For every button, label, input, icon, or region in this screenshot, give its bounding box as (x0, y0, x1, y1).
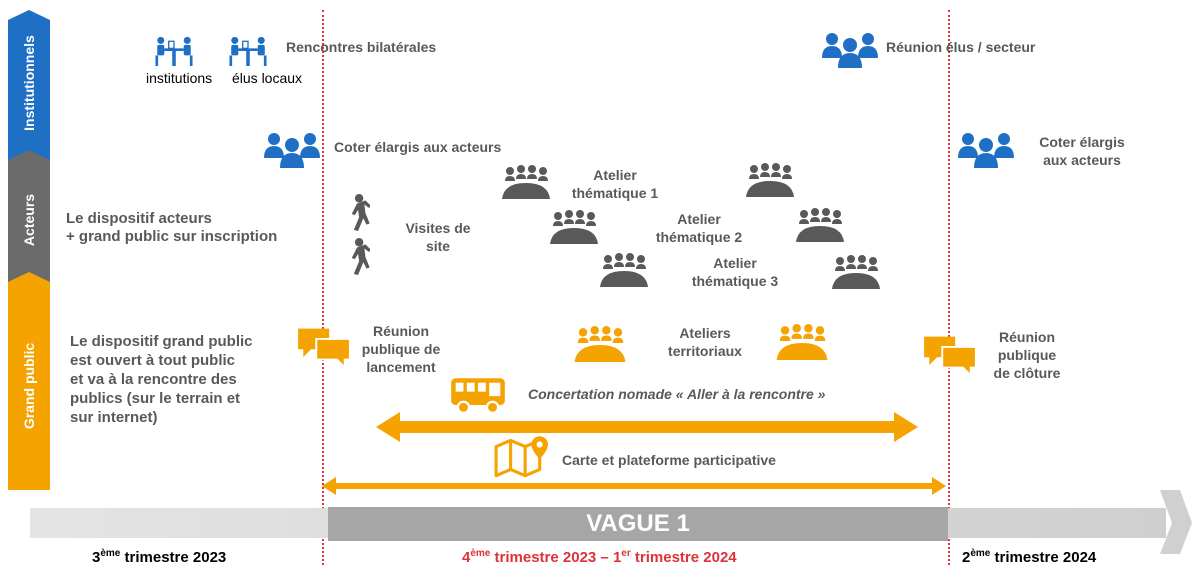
band-grand-public-tip (8, 272, 50, 292)
q-left-ord: 3 (92, 549, 101, 566)
atelier-1-label: Atelier thématique 1 (560, 166, 670, 202)
visites-site-label: Visites de site (396, 219, 480, 255)
atelier-3-line1: Atelier (713, 255, 757, 271)
concertation-arrow (376, 412, 918, 442)
grand-public-description: Le dispositif grand public est ouvert à … (70, 332, 253, 427)
reunion-lancement-label: Réunion publique de lancement (356, 322, 446, 376)
map-pin-icon (494, 436, 548, 478)
q-right-ord: 2 (962, 549, 971, 566)
bus-icon (450, 376, 506, 414)
desk-meeting-icon (152, 36, 196, 66)
phase-divider-end (948, 10, 950, 565)
carte-plateforme-label: Carte et plateforme participative (562, 452, 776, 468)
gp-desc-line1: Le dispositif grand public (70, 333, 253, 350)
plateforme-arrow (322, 477, 946, 495)
quarter-right-label: 2ème trimestre 2024 (962, 548, 1096, 566)
meeting-table-icon (574, 326, 626, 362)
coter-elargis-right-label: Coter élargis aux acteurs (1024, 133, 1140, 169)
cloture-line3: de clôture (993, 365, 1061, 381)
walker-icon (344, 238, 370, 276)
vague-label: VAGUE 1 (586, 510, 690, 537)
meeting-table-icon (776, 324, 828, 360)
atelier-3-label: Atelier thématique 3 (680, 254, 790, 290)
lancement-line3: lancement (366, 359, 436, 375)
reunion-elus-label: Réunion élus / secteur (886, 39, 1036, 55)
atelier-2-line2: thématique 2 (655, 229, 743, 245)
band-acteurs-shape (8, 160, 50, 282)
band-grand-public-shape (8, 282, 50, 490)
q-right-sup: ème (970, 548, 991, 559)
gp-desc-line4: publics (sur le terrain et (70, 390, 241, 407)
lancement-line2: publique de (361, 341, 441, 357)
rencontres-bilaterales-label: Rencontres bilatérales (286, 39, 437, 55)
desk-meeting-icon (226, 36, 270, 66)
band-institutionnels-shape (8, 10, 50, 160)
q-mid-text2: trimestre 2024 (630, 549, 737, 566)
coter-right-line1: Coter élargis (1039, 134, 1125, 150)
band-institutionnels-label: Institutionnels (21, 35, 37, 131)
meeting-table-icon (796, 208, 844, 242)
phase-divider-start (322, 10, 324, 565)
elus-locaux-label: élus locaux (232, 70, 303, 86)
q-mid-text1: trimestre 2023 – 1 (490, 549, 622, 566)
vague-bar: VAGUE 1 (328, 507, 948, 541)
atelier-2-label: Atelier thématique 2 (644, 210, 754, 246)
band-institutionnels: Institutionnels (8, 10, 50, 160)
quarter-mid-label: 4ème trimestre 2023 – 1er trimestre 2024 (462, 548, 737, 566)
meeting-table-icon (550, 210, 598, 244)
institutions-label: institutions (146, 70, 213, 86)
atelier-3-line2: thématique 3 (691, 273, 779, 289)
acteurs-desc-line2: + grand public sur inscription (66, 228, 278, 245)
visites-line1: Visites de (405, 220, 471, 236)
q-left-sup: ème (100, 548, 121, 559)
people-icon (264, 128, 320, 168)
ateliers-territoriaux-label: Ateliers territoriaux (650, 324, 760, 360)
atelier-1-line2: thématique 1 (571, 185, 659, 201)
cloture-line2: publique (997, 347, 1057, 363)
walker-icon (344, 194, 370, 232)
meeting-table-icon (746, 163, 794, 197)
concertation-label: Concertation nomade « Aller à la rencont… (528, 386, 826, 402)
territoriaux-line2: territoriaux (668, 343, 742, 359)
gp-desc-line2: est ouvert à tout public (70, 352, 236, 369)
chat-bubbles-icon (924, 334, 976, 378)
band-grand-public: Grand public (8, 282, 50, 490)
gp-desc-line3: et va à la rencontre des (70, 371, 237, 388)
territoriaux-line1: Ateliers (679, 325, 731, 341)
atelier-2-line1: Atelier (677, 211, 721, 227)
band-grand-public-label: Grand public (21, 342, 37, 430)
meeting-table-icon (832, 255, 880, 289)
q-mid-sup2: er (621, 548, 631, 559)
cloture-line1: Réunion (999, 329, 1055, 345)
meeting-table-icon (502, 165, 550, 199)
q-mid-ord: 4 (462, 549, 471, 566)
visites-line2: site (425, 238, 451, 254)
band-acteurs: Acteurs (8, 160, 50, 282)
atelier-1-line1: Atelier (593, 167, 637, 183)
gp-desc-line5: sur internet) (70, 409, 158, 426)
chat-bubbles-icon (298, 326, 350, 370)
meeting-table-icon (600, 253, 648, 287)
coter-right-line2: aux acteurs (1043, 152, 1121, 168)
band-acteurs-tip (8, 150, 50, 170)
q-right-text: trimestre 2024 (990, 549, 1097, 566)
people-icon (958, 128, 1014, 168)
coter-elargis-left-label: Coter élargis aux acteurs (334, 139, 502, 155)
quarter-left-label: 3ème trimestre 2023 (92, 548, 226, 566)
acteurs-description: Le dispositif acteurs + grand public sur… (66, 210, 277, 246)
lancement-line1: Réunion (373, 323, 429, 339)
q-mid-sup1: ème (470, 548, 491, 559)
band-acteurs-label: Acteurs (21, 193, 37, 247)
acteurs-desc-line1: Le dispositif acteurs (66, 210, 212, 227)
q-left-text: trimestre 2023 (120, 549, 227, 566)
reunion-cloture-label: Réunion publique de clôture (982, 328, 1072, 382)
people-icon (822, 28, 878, 68)
